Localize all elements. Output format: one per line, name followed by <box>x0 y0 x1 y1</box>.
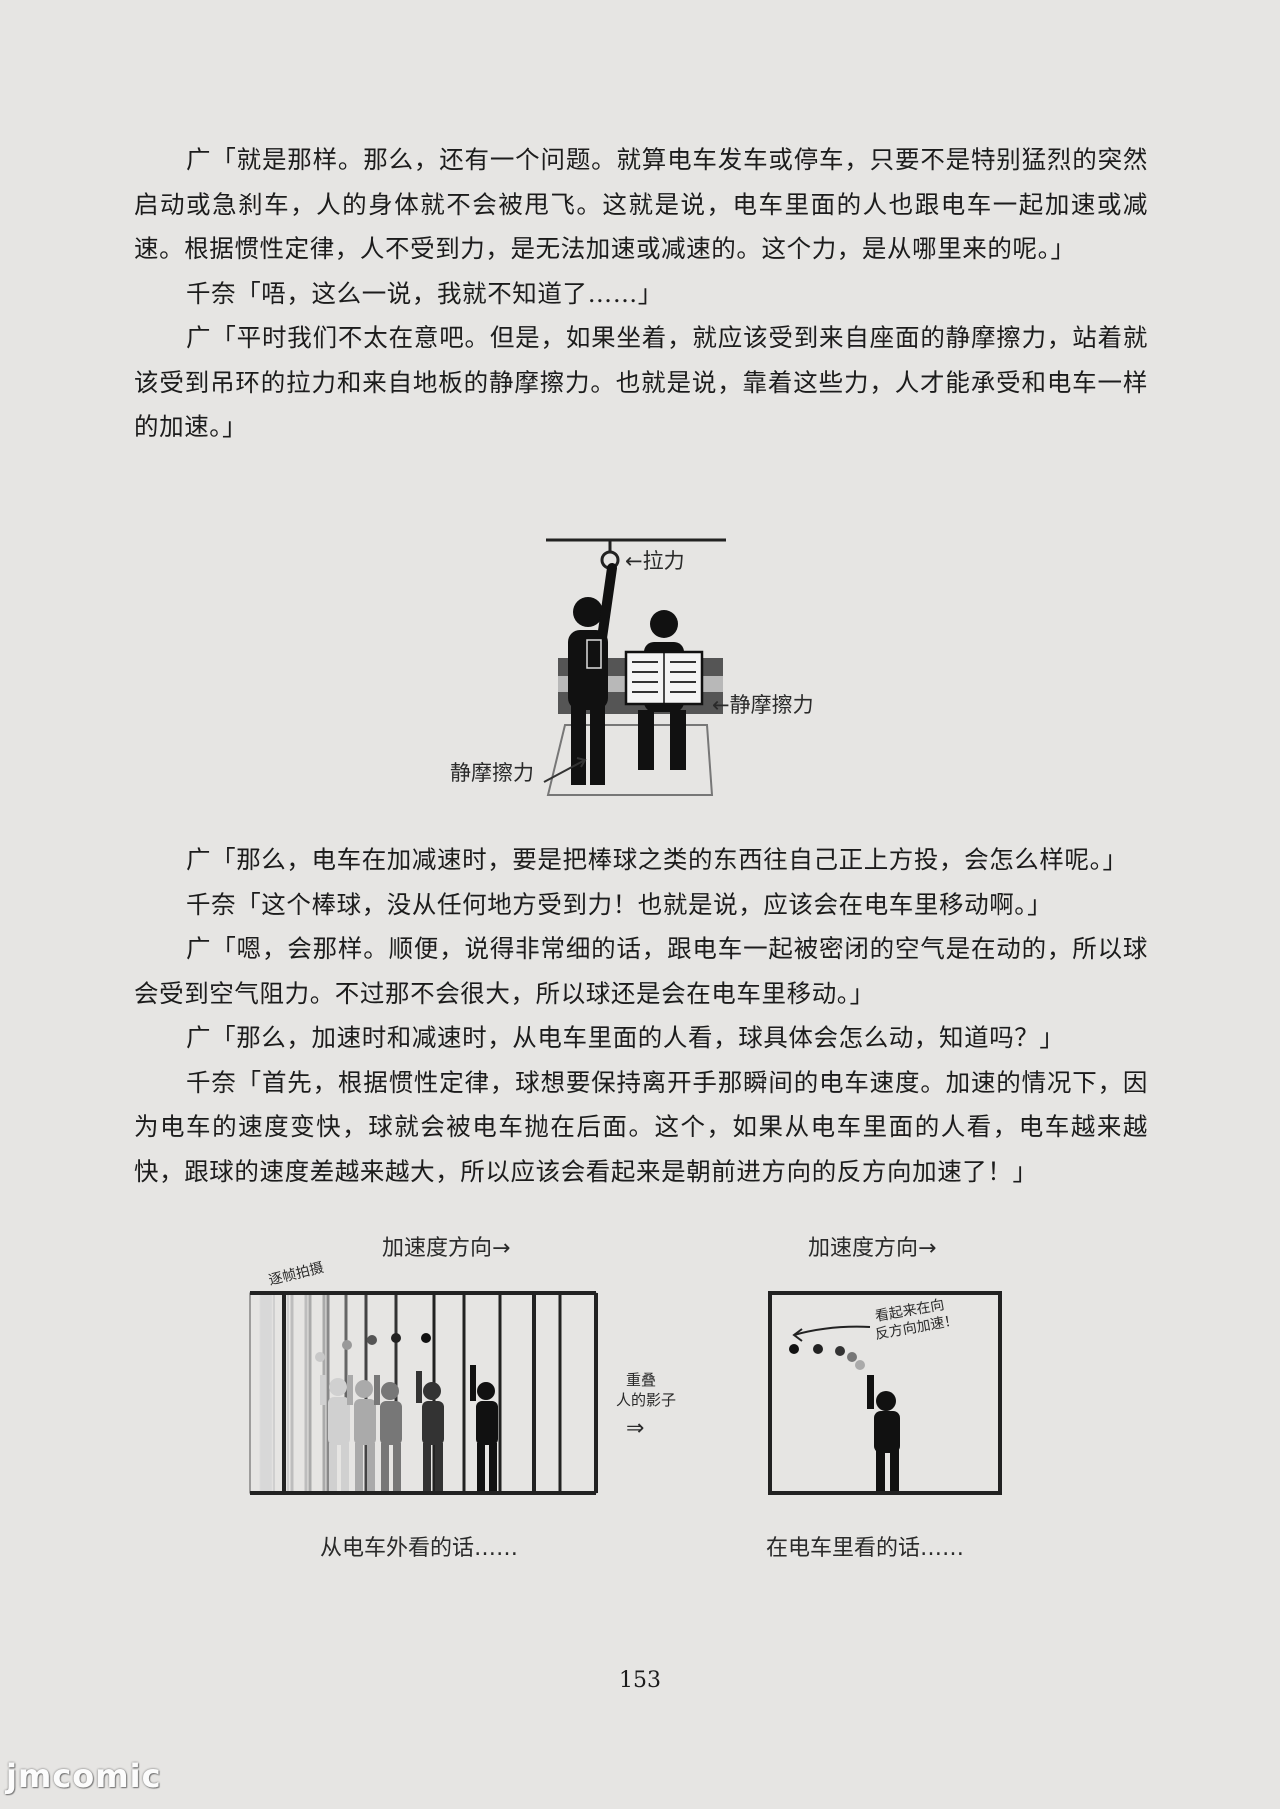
label-seat-friction: ←静摩擦力 <box>712 693 814 717</box>
right-accel-direction-label: 加速度方向→ <box>808 1236 936 1261</box>
overlay-label-line2: 人的影子 <box>616 1391 676 1409</box>
overlay-label-line1: 重叠 <box>626 1371 656 1389</box>
paragraph: 广「就是那样。那么，还有一个问题。就算电车发车或停车，只要不是特别猛烈的突然启动… <box>134 145 1148 263</box>
person-inside <box>867 1375 900 1491</box>
frame-by-frame-label: 逐帧拍摄 <box>267 1260 325 1289</box>
left-accel-direction-label: 加速度方向→ <box>382 1236 510 1261</box>
text-block-top: 广「就是那样。那么，还有一个问题。就算电车发车或停车，只要不是特别猛烈的突然启动… <box>134 138 1148 450</box>
floor-friction-arrow <box>543 759 586 783</box>
seated-person <box>624 610 704 770</box>
page-number: 153 <box>619 1668 661 1693</box>
standing-person <box>568 563 617 785</box>
floor-outline <box>546 724 714 796</box>
paragraph: 千奈「这个棒球，没从任何地方受到力！也就是说，应该会在电车里移动啊。」 <box>186 889 1053 919</box>
right-caption: 在电车里看的话…… <box>766 1536 964 1561</box>
label-pull-force: ←拉力 <box>625 549 685 573</box>
left-caption: 从电车外看的话…… <box>320 1536 518 1561</box>
overlay-arrow-icon: ⇒ <box>626 1416 644 1441</box>
label-floor-friction: 静摩擦力 <box>450 761 534 785</box>
backward-arrow <box>793 1325 871 1336</box>
paragraph: 广「那么，电车在加减速时，要是把棒球之类的东西往自己正上方投，会怎么样呢。」 <box>186 845 1128 874</box>
left-panel-outside-view: 加速度方向→ 逐帧拍摄 <box>249 1236 598 1561</box>
text-block-bottom: 广「那么，电车在加减速时，要是把棒球之类的东西往自己正上方投，会怎么样呢。」 千… <box>134 838 1148 1194</box>
figure-ball-in-accelerating-train: 加速度方向→ 逐帧拍摄 <box>249 1236 1002 1561</box>
paragraph: 广「那么，加速时和减速时，从电车里面的人看，球具体会怎么动，知道吗？」 <box>186 1023 1065 1052</box>
paragraph: 千奈「首先，根据惯性定律，球想要保持离开手那瞬间的电车速度。加速的情况下，因为电… <box>134 1067 1148 1186</box>
paragraph: 千奈「唔，这么一说，我就不知道了……」 <box>186 278 663 308</box>
figure-train-forces: ←拉力 <box>450 538 814 796</box>
right-panel-inside-view: 加速度方向→ 看起来在向 反方向加速！ 在电车里看的话…… <box>766 1236 1002 1561</box>
paragraph: 广「平时我们不太在意吧。但是，如果坐着，就应该受到来自座面的静摩擦力，站着就该受… <box>134 323 1148 441</box>
watermark-logo: jmcomic <box>6 1757 162 1795</box>
paragraph: 广「嗯，会那样。顺便，说得非常细的话，跟电车一起被密闭的空气是在动的，所以球会受… <box>134 934 1148 1008</box>
